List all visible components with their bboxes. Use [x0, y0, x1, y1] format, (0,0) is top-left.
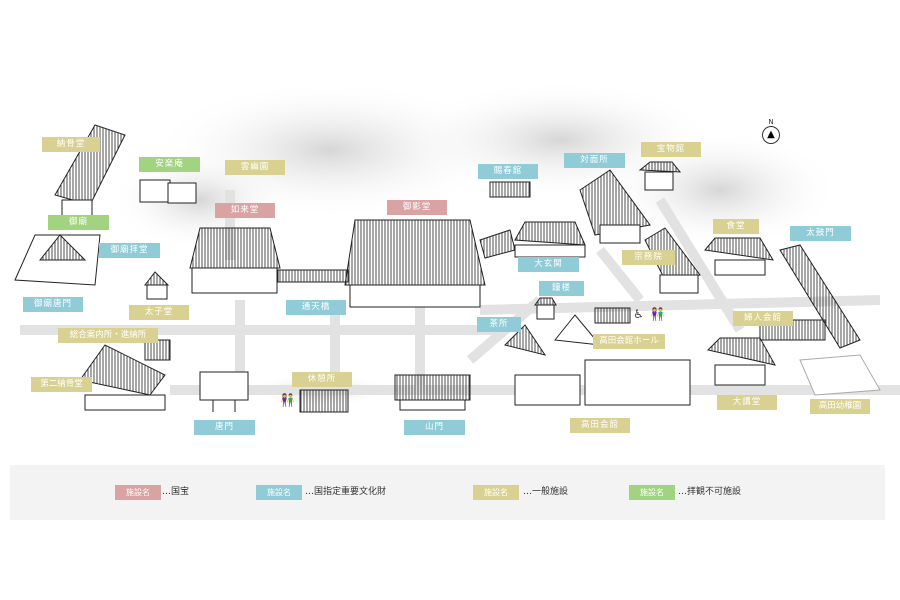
label-shokudo[interactable]: 食堂 [713, 219, 759, 234]
legend-box-national-treasure: 施設名 [115, 485, 161, 500]
label-daikodo[interactable]: 大講堂 [717, 395, 777, 410]
label-tsutenkyo[interactable]: 通天橋 [286, 300, 346, 315]
label-taimenjo[interactable]: 対面所 [564, 153, 625, 168]
label-chasho[interactable]: 茶所 [477, 317, 521, 332]
label-sanmon[interactable]: 山門 [404, 420, 465, 435]
legend-text-general: …一般施設 [523, 487, 569, 497]
legend-box-no-visit: 施設名 [629, 485, 675, 500]
legend-box-important-cultural: 施設名 [256, 485, 302, 500]
label-gobyo-karamon[interactable]: 御廟唐門 [23, 297, 83, 312]
label-takada-hall[interactable]: 高田会館ホール [593, 334, 665, 349]
compass-icon: N ▲ [760, 118, 782, 148]
label-nyoraido[interactable]: 如来堂 [215, 203, 275, 218]
label-kyukeijo[interactable]: 休憩所 [292, 372, 352, 387]
label-mieido[interactable]: 御影堂 [387, 200, 447, 215]
label-shumuin[interactable]: 宗務院 [622, 250, 675, 265]
legend-text-no-visit: …拝観不可施設 [678, 487, 742, 497]
label-shoro[interactable]: 鐘楼 [539, 281, 584, 296]
legend: 施設名 …国宝 施設名 …国指定重要文化財 施設名 …一般施設 施設名 …拝観不… [10, 465, 885, 520]
label-noukotsudo[interactable]: 納骨堂 [42, 137, 100, 152]
compass-north-label: N [768, 118, 774, 126]
buildings [14, 124, 881, 413]
label-karamon[interactable]: 唐門 [194, 420, 255, 435]
label-ogenkan[interactable]: 大玄関 [518, 257, 579, 272]
label-fujin-kaikan[interactable]: 婦人会館 [733, 311, 793, 326]
wheelchair-icon: ♿ [633, 307, 644, 321]
label-taikomon[interactable]: 太鼓門 [790, 226, 851, 241]
label-takada-kaikan[interactable]: 高田会館 [570, 418, 630, 433]
label-annaijo[interactable]: 総合案内所・進納所 [58, 328, 158, 343]
temple-map [14, 80, 900, 413]
label-anrakuan[interactable]: 安楽庵 [139, 157, 200, 172]
label-homotsukan[interactable]: 宝物館 [641, 142, 701, 157]
restroom-icon: 👫 [280, 393, 295, 407]
legend-text-national-treasure: …国宝 [162, 487, 190, 497]
label-yochien[interactable]: 高田幼稚園 [810, 399, 870, 414]
label-daini-noukotsudo[interactable]: 第二納骨堂 [31, 377, 92, 392]
label-taishido[interactable]: 太子堂 [129, 305, 189, 320]
label-gobyo[interactable]: 御廟 [48, 215, 109, 230]
legend-box-general: 施設名 [473, 485, 519, 500]
restroom-icon: 👫 [650, 307, 665, 321]
label-gobyo-haido[interactable]: 御廟拝堂 [99, 243, 160, 258]
legend-text-important-cultural: …国指定重要文化財 [305, 487, 387, 497]
label-unyuen[interactable]: 雲幽園 [225, 160, 285, 175]
label-shishunkan[interactable]: 賜春館 [478, 164, 538, 179]
map-drawing [14, 80, 900, 413]
